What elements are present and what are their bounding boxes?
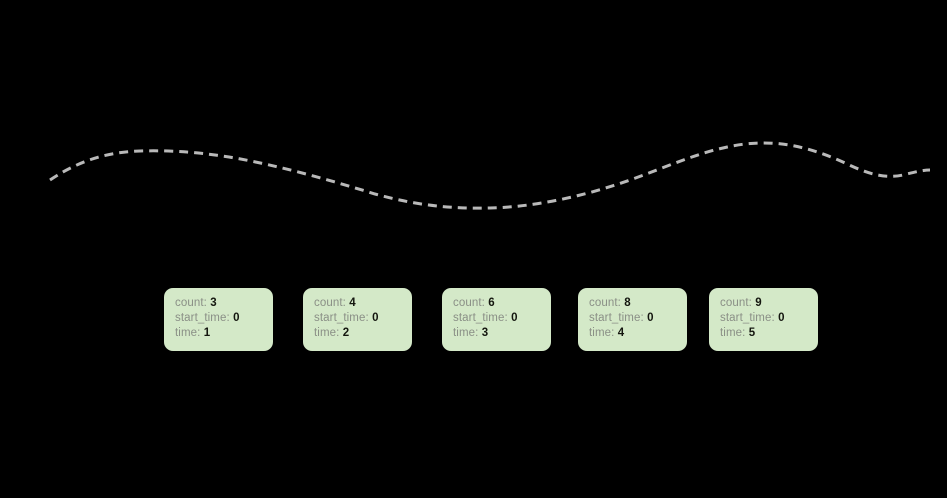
card-field: start_time: 0 bbox=[453, 311, 551, 326]
card-field: time: 1 bbox=[175, 326, 273, 341]
card-field-label: time: bbox=[720, 327, 746, 339]
card-field-value: 0 bbox=[233, 312, 240, 324]
card-field-label: start_time: bbox=[589, 312, 644, 324]
card-field-value: 2 bbox=[342, 327, 350, 339]
card-field-label: start_time: bbox=[175, 312, 230, 324]
card-field-value: 4 bbox=[617, 327, 625, 339]
card-field: count: 4 bbox=[314, 296, 412, 311]
card-field-label: time: bbox=[453, 327, 479, 339]
card-field-value: 6 bbox=[488, 297, 495, 309]
card-field-label: time: bbox=[314, 327, 340, 339]
card-field: start_time: 0 bbox=[720, 311, 818, 326]
card-field: start_time: 0 bbox=[589, 311, 687, 326]
card-field-label: start_time: bbox=[453, 312, 508, 324]
card-field-value: 5 bbox=[748, 327, 756, 339]
card-field-value: 0 bbox=[372, 312, 379, 324]
card-field: time: 3 bbox=[453, 326, 551, 341]
card-field-label: count: bbox=[175, 297, 207, 309]
card-field: count: 6 bbox=[453, 296, 551, 311]
card-field-label: count: bbox=[453, 297, 485, 309]
card-field-value: 4 bbox=[349, 297, 356, 309]
card-field: time: 5 bbox=[720, 326, 818, 341]
card-field-label: count: bbox=[314, 297, 346, 309]
card-field: start_time: 0 bbox=[175, 311, 273, 326]
card-field-label: count: bbox=[720, 297, 752, 309]
card-field: time: 4 bbox=[589, 326, 687, 341]
card-field-value: 0 bbox=[647, 312, 654, 324]
card-field: count: 3 bbox=[175, 296, 273, 311]
card-field-value: 8 bbox=[624, 297, 631, 309]
card-field-label: start_time: bbox=[720, 312, 775, 324]
card-field-value: 0 bbox=[778, 312, 785, 324]
card-field-value: 1 bbox=[203, 327, 211, 339]
card-field-label: start_time: bbox=[314, 312, 369, 324]
card-field-label: time: bbox=[589, 327, 615, 339]
card-field-label: count: bbox=[589, 297, 621, 309]
card-field-label: time: bbox=[175, 327, 201, 339]
card-field-value: 3 bbox=[481, 327, 489, 339]
card-field-value: 0 bbox=[511, 312, 518, 324]
card-field: start_time: 0 bbox=[314, 311, 412, 326]
card-field-value: 3 bbox=[210, 297, 217, 309]
card-field-value: 9 bbox=[755, 297, 762, 309]
card-field: count: 8 bbox=[589, 296, 687, 311]
card-field: count: 9 bbox=[720, 296, 818, 311]
card-field: time: 2 bbox=[314, 326, 412, 341]
